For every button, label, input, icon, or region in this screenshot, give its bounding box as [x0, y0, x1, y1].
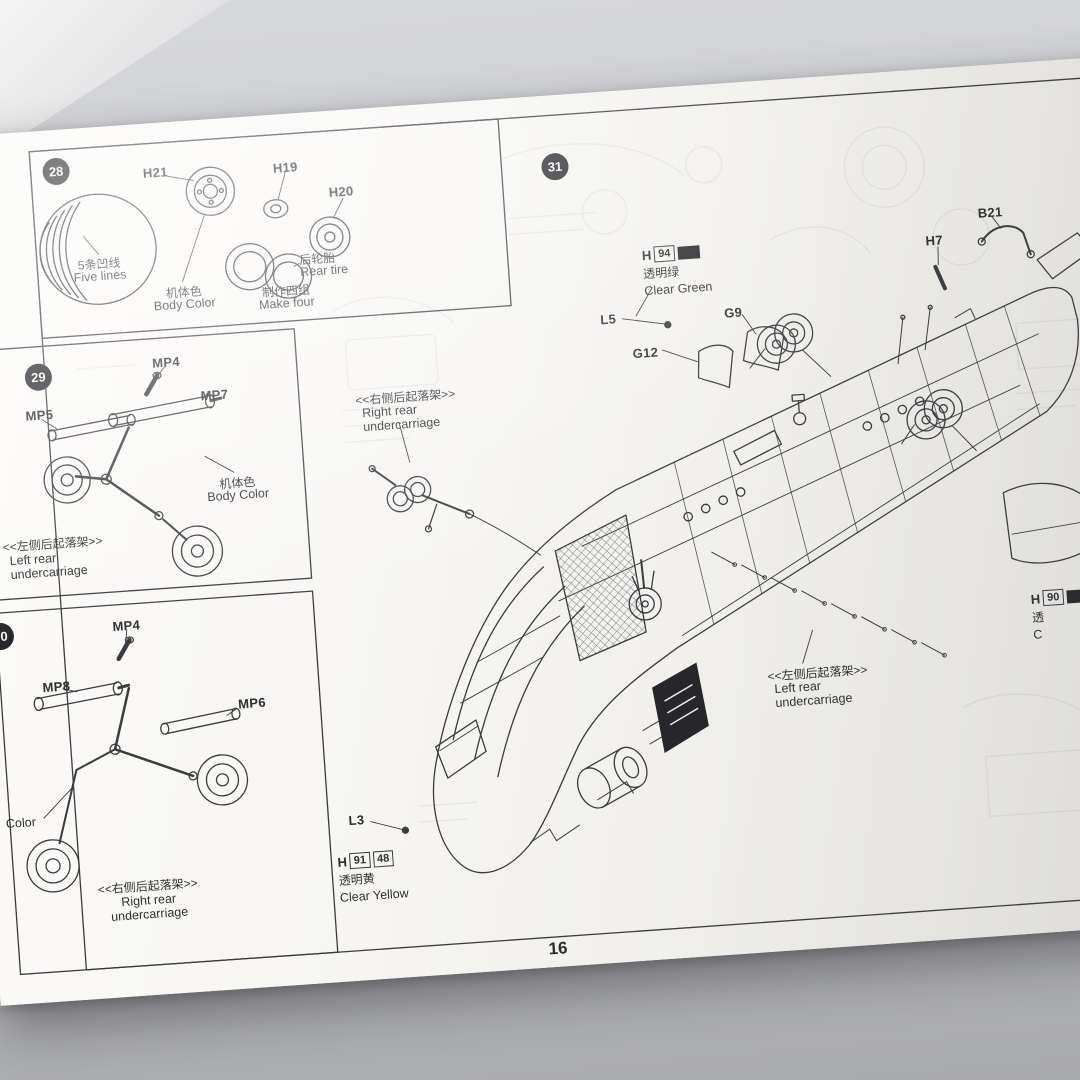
part-label-mp6: MP6: [237, 694, 267, 712]
g9-glass-piece: [741, 314, 785, 371]
part-label-l5: L5: [599, 311, 617, 328]
front-gear-assembly: [368, 465, 542, 556]
h20-wheel: [309, 197, 351, 258]
paint-number: 90: [1042, 588, 1064, 607]
paint-number: 91: [349, 851, 371, 870]
step29-box: [0, 328, 313, 601]
paint-letter: H: [641, 247, 652, 263]
ghost-print-showthrough: [76, 126, 1080, 823]
h19-hub: [263, 171, 289, 219]
part-label-h21: H21: [142, 164, 169, 181]
g12-glass-piece: [662, 344, 734, 389]
part-label-mp8: MP8: [42, 678, 71, 696]
paint-number: 48: [372, 850, 394, 868]
rear-ramp-piece: [1002, 482, 1080, 564]
fastener-pins: [711, 551, 947, 658]
paint-callout-edge-partial: H 90 透 C: [1030, 587, 1080, 642]
part-label-mp7: MP7: [200, 386, 229, 404]
part-label-h19: H19: [272, 159, 299, 176]
helicopter-fuselage-drawing: [368, 216, 1080, 874]
h7-part: [933, 246, 947, 291]
paint-callout-clear-yellow: H 91 48 透明黄 Clear Yellow: [337, 849, 409, 905]
paint-number: 94: [653, 245, 676, 263]
part-label-mp4: MP4: [151, 353, 181, 371]
rear-tire-rings: [182, 215, 313, 299]
part-label-mp5: MP5: [25, 406, 54, 424]
twin-wheels-upper: [749, 313, 832, 377]
twin-wheels-lower: [901, 389, 977, 451]
exhaust-cylinder: [576, 767, 611, 809]
l5-lens-part: [621, 287, 672, 329]
part-label-h20: H20: [328, 183, 354, 200]
tire-cross-section: [39, 193, 157, 305]
page-border: [28, 77, 1080, 971]
step30-gear-drawing: [26, 629, 249, 893]
mid-wheel: [628, 559, 662, 621]
part-label-g12: G12: [632, 344, 659, 362]
step30-box: [0, 590, 339, 976]
cockpit-mesh-window: [554, 514, 647, 662]
note-color-partial: Color: [5, 814, 37, 832]
paint-swatch: [676, 244, 700, 260]
part-label-l3: L3: [348, 812, 365, 829]
instruction-sheet: 28 29 30 31 H21 H19 H20 5条凹线 Five lines …: [0, 54, 1080, 1006]
paint-letter: H: [336, 853, 348, 870]
tail-panel-piece: [1036, 232, 1080, 280]
paint-name-zh: 透明绿: [642, 264, 680, 282]
step29-gear-drawing: [41, 366, 235, 577]
paint-letter: H: [1030, 590, 1041, 607]
paint-callout-clear-green: H 94 透明绿 Clear Green: [641, 243, 713, 298]
l3-lens-part: [370, 821, 410, 834]
paint-swatch: [1065, 588, 1080, 604]
part-label-h7: H7: [925, 232, 944, 249]
antenna-rods: [897, 304, 976, 365]
b21-part: [977, 216, 1035, 259]
step28-box: [28, 118, 512, 340]
page-line-art: [0, 77, 1080, 976]
part-label-b21: B21: [977, 204, 1003, 221]
dark-intake: [652, 662, 709, 753]
part-label-mp4-b: MP4: [111, 617, 141, 635]
paint-name-zh: 透明黄: [338, 871, 376, 888]
h21-wheel: [166, 166, 236, 216]
part-label-g9: G9: [723, 304, 743, 321]
paint-name-zh: 透: [1031, 610, 1045, 625]
